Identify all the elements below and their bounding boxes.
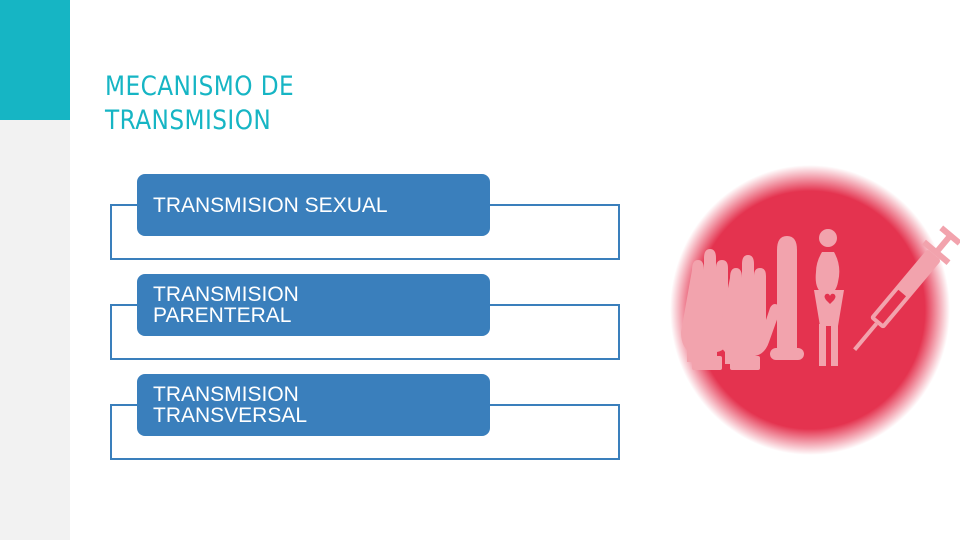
slide-title: MECANISMO DE TRANSMISION xyxy=(105,70,449,138)
accent-block xyxy=(0,0,70,120)
item-label-sexual: TRANSMISION SEXUAL xyxy=(137,174,490,236)
item-label-transversal: TRANSMISION TRANSVERSAL xyxy=(137,374,490,436)
syringe-icon xyxy=(853,225,960,351)
condom-icon xyxy=(770,236,804,360)
transmission-illustration xyxy=(670,160,960,460)
illustration-svg xyxy=(670,165,960,455)
title-line-1: MECANISMO DE xyxy=(105,71,295,102)
red-circle-backdrop xyxy=(670,165,950,455)
title-line-2: TRANSMISION xyxy=(105,105,272,136)
gloves-icon xyxy=(681,249,780,370)
item-label-parenteral: TRANSMISION PARENTERAL xyxy=(137,274,490,336)
pregnant-woman-icon xyxy=(814,229,844,366)
